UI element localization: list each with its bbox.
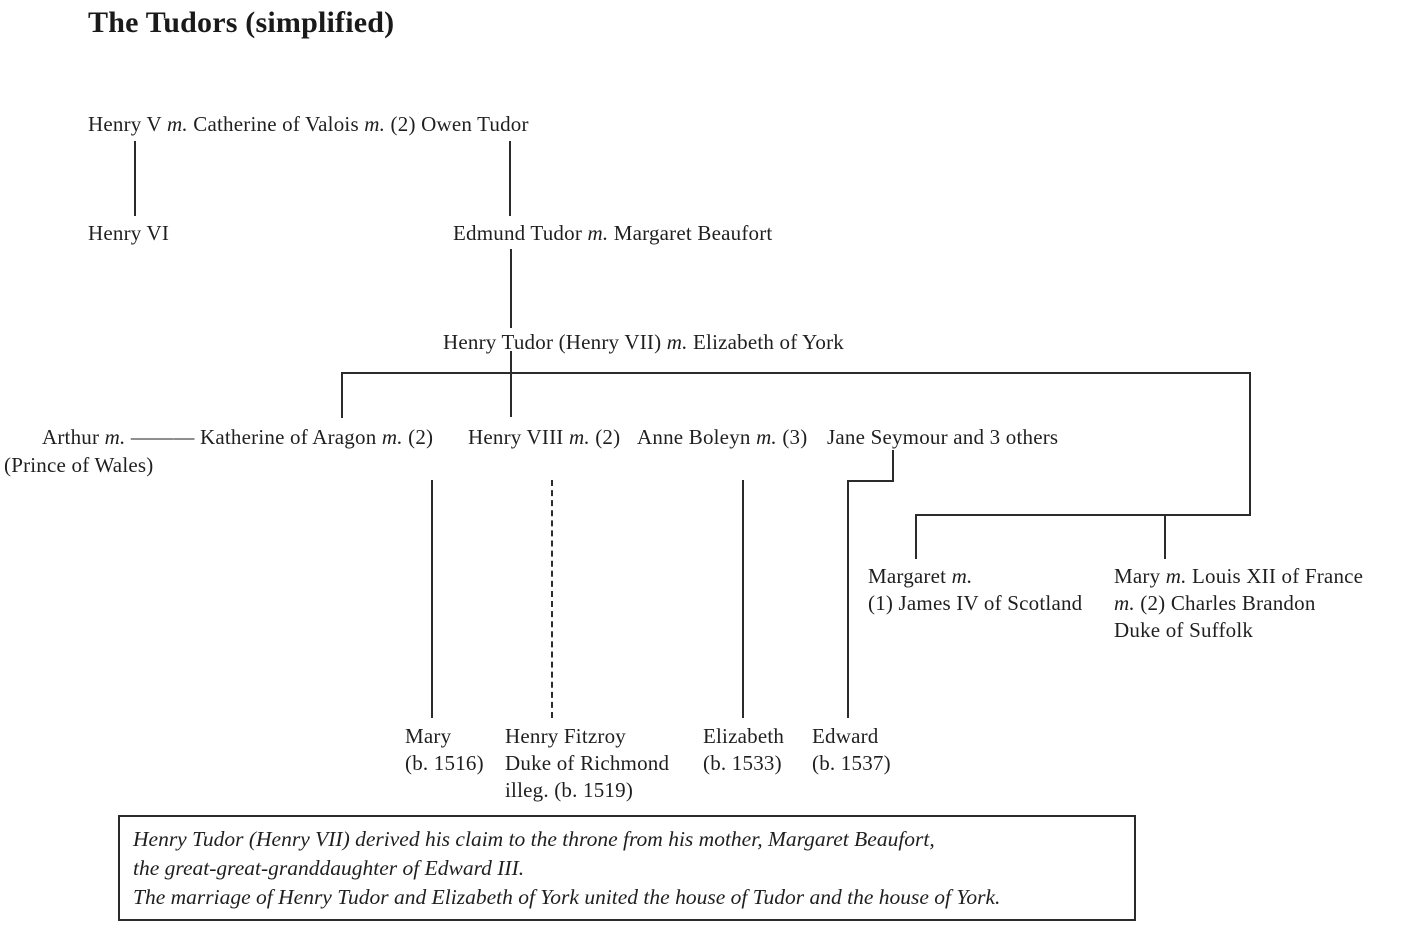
node-henry-viii: Henry VIII m. (2) [468, 425, 621, 449]
node-anne-boleyn: Anne Boleyn m. (3) [637, 425, 808, 449]
node-edward-vi: Edward(b. 1537) [812, 724, 891, 775]
edge-jane-jog [847, 480, 894, 482]
node-arthur-subtitle: (Prince of Wales) [4, 453, 154, 477]
node-henry-v-marriage-row: Henry V m. Catherine of Valois m. (2) Ow… [88, 112, 529, 136]
edge-henry-v-to-henry-vi [134, 141, 136, 216]
node-edmund-tudor-marriage: Edmund Tudor m. Margaret Beaufort [453, 221, 773, 245]
edge-bracket-to-margaret [915, 514, 917, 559]
footnote-box [118, 815, 1136, 921]
diagram-title: The Tudors (simplified) [88, 6, 395, 39]
edge-bracket-to-mary-tudor [1164, 514, 1166, 559]
edge-katherine-to-mary-i [431, 480, 433, 718]
edge-edmund-to-henry-vii [510, 249, 512, 328]
node-henry-vi: Henry VI [88, 221, 170, 245]
node-margaret: Margaret m.(1) James IV of Scotland [868, 564, 1083, 615]
edge-henry-viii-to-fitzroy-illegitimate [551, 480, 553, 718]
sibling-bracket-henry-vii-children [341, 372, 1250, 374]
edge-anne-to-elizabeth [742, 480, 744, 718]
sibling-bracket-margaret-mary [915, 514, 1251, 516]
edge-bracket-to-daughters [1249, 372, 1251, 515]
node-henry-vii-marriage: Henry Tudor (Henry VII) m. Elizabeth of … [443, 330, 844, 354]
node-katherine-of-aragon: Katherine of Aragon m. (2) [200, 425, 434, 449]
edge-jane-to-edward [847, 480, 849, 718]
node-jane-seymour: Jane Seymour and 3 others [827, 425, 1059, 449]
node-arthur: Arthur m. ——— [42, 425, 195, 449]
edge-henry-vii-to-children [510, 351, 512, 417]
edge-bracket-to-katherine-row [341, 372, 343, 418]
node-elizabeth-i: Elizabeth(b. 1533) [703, 724, 785, 775]
edge-catherine-owen-to-edmund [509, 141, 511, 216]
footnote-text: Henry Tudor (Henry VII) derived his clai… [133, 827, 1001, 909]
edge-jane-drop [892, 450, 894, 482]
node-mary-i: Mary(b. 1516) [405, 724, 484, 775]
